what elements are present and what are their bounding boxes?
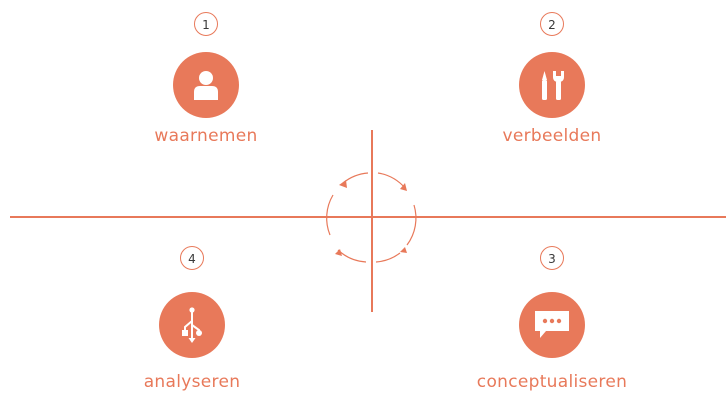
step-conceptualiseren: 3 conceptualiseren xyxy=(472,246,632,392)
step-icon-circle xyxy=(519,52,585,118)
step-label: conceptualiseren xyxy=(476,372,628,392)
person-icon xyxy=(194,71,218,100)
step-label: verbeelden xyxy=(502,126,602,146)
speech-bubble-icon xyxy=(535,311,569,338)
step-number-badge: 3 xyxy=(540,246,564,270)
step-icon-circle xyxy=(173,52,239,118)
step-icon-circle xyxy=(519,292,585,358)
step-number-badge: 4 xyxy=(180,246,204,270)
step-waarnemen: 1 waarnemen xyxy=(126,12,286,146)
cycle-arrows-icon xyxy=(326,172,417,263)
step-analyseren: 4 analyseren xyxy=(112,246,272,392)
step-icon-circle xyxy=(159,292,225,358)
step-label: analyseren xyxy=(143,372,241,392)
step-number-badge: 1 xyxy=(194,12,218,36)
step-label: waarnemen xyxy=(154,126,258,146)
step-number-badge: 2 xyxy=(540,12,564,36)
usb-icon xyxy=(182,307,202,343)
step-verbeelden: 2 verbeelden xyxy=(472,12,632,146)
tools-icon xyxy=(542,71,564,100)
